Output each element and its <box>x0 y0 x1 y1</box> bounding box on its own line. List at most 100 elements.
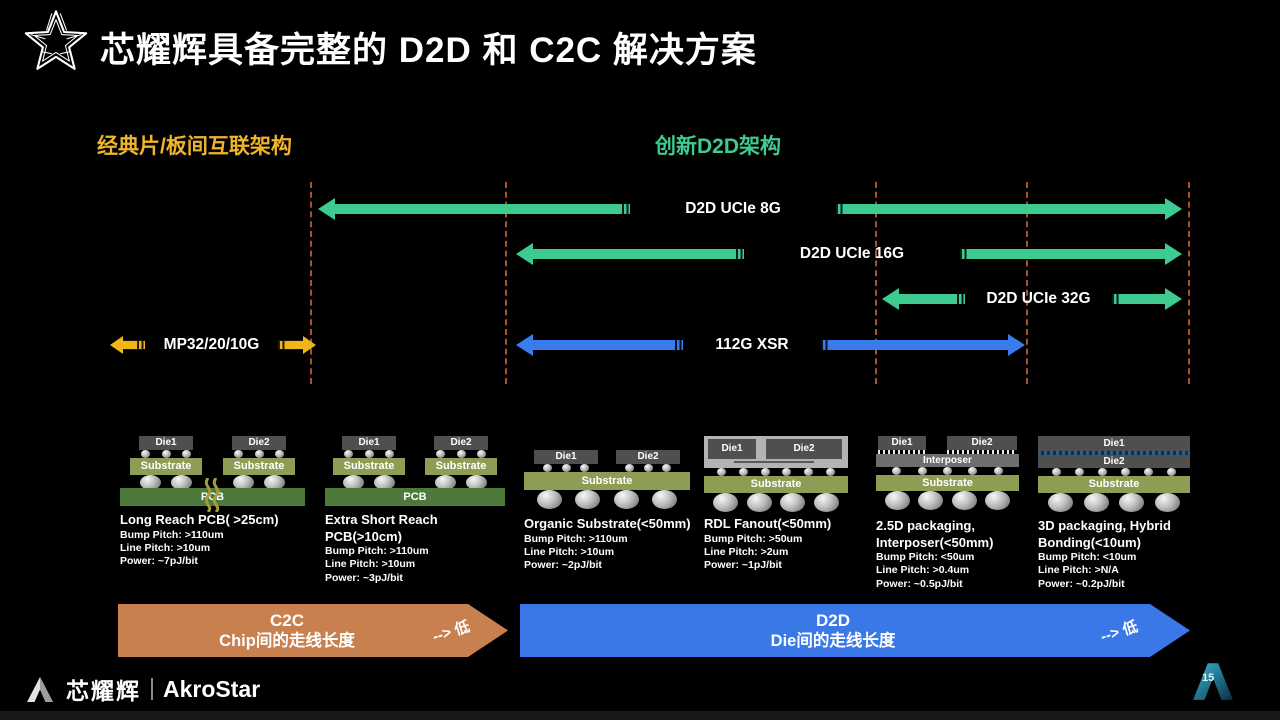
solder-ball <box>436 450 446 458</box>
xsr-label: 112G XSR <box>715 336 789 353</box>
substrate-block: Substrate <box>333 458 405 475</box>
arrow-stripes <box>957 293 965 305</box>
line-pitch-spec: Line Pitch: >N/A <box>1038 564 1119 577</box>
break-squiggle-icon <box>204 478 220 512</box>
dashed-divider <box>505 182 507 384</box>
solder-ball <box>579 464 589 472</box>
die2-block: Die2 <box>616 450 680 464</box>
line-pitch-spec: Line Pitch: >10um <box>120 541 211 554</box>
solder-ball <box>968 467 978 475</box>
solder-ball <box>537 490 563 509</box>
bump-row <box>1038 468 1190 476</box>
package-diagram: Die1 Die2 Interposer Substrate <box>876 436 1019 512</box>
package-description: Organic Substrate(<50mm) Bump Pitch: >11… <box>524 516 714 572</box>
ucie-32g-label: D2D UCIe 32G <box>986 290 1091 307</box>
pcb-block: PCB <box>325 488 505 506</box>
solder-ball <box>234 450 244 458</box>
solder-ball <box>1098 468 1107 476</box>
substrate-block: Substrate <box>1038 476 1190 493</box>
ucie-16g-arrow-left <box>516 243 744 265</box>
substrate-block: Substrate <box>425 458 497 475</box>
solder-ball <box>254 450 264 458</box>
dashed-divider <box>1026 182 1028 384</box>
bump-row <box>876 467 1019 475</box>
package-diagram: Die1 Substrate Die2 Substrate PCB <box>120 436 305 512</box>
bump-pitch-spec: Bump Pitch: <50um <box>876 551 975 564</box>
package-rdl-fanout: Die1 Die2 Substrate RDL Fanout(<50mm) Bu… <box>704 436 848 572</box>
solder-ball <box>476 450 486 458</box>
heading-innovative-arch: 创新D2D架构 <box>655 135 782 158</box>
package-description: Long Reach PCB( >25cm) Bump Pitch: >110u… <box>120 512 320 568</box>
package-extra-short-reach-pcb: Die1 Substrate Die2 Substrate PCB Extra … <box>325 436 505 585</box>
die-stack: Die1 <box>878 436 926 454</box>
hybrid-bond-line <box>1038 451 1190 455</box>
solder-ball <box>364 450 374 458</box>
brand-divider <box>151 678 153 700</box>
solder-ball <box>712 493 738 512</box>
solder-ball <box>716 468 726 476</box>
bump-row <box>223 450 295 458</box>
solder-ball <box>161 450 171 458</box>
solder-ball <box>651 490 677 509</box>
bump-row <box>130 450 202 458</box>
solder-ball <box>1075 468 1084 476</box>
die1-block: Die1 <box>1038 436 1190 451</box>
rdl-block: Die1 Die2 <box>704 436 848 468</box>
arrow-stripes <box>736 248 744 260</box>
ball-row <box>333 475 405 490</box>
solder-ball <box>171 475 192 490</box>
solder-ball <box>1144 468 1153 476</box>
c2c-subtitle: Chip间的走线长度 <box>219 631 355 650</box>
solder-ball <box>141 450 151 458</box>
solder-ball <box>746 493 772 512</box>
solder-ball <box>435 475 456 490</box>
heading-classic-arch: 经典片/板间互联架构 <box>97 135 292 158</box>
solder-ball <box>985 491 1011 510</box>
package-title: 2.5D packaging, Interposer(<50mm) <box>876 518 994 550</box>
die2-block: Die2 <box>434 436 488 450</box>
ucie-8g-label: D2D UCIe 8G <box>685 200 781 217</box>
line-pitch-spec: Line Pitch: >2um <box>704 545 789 558</box>
solder-ball <box>760 468 770 476</box>
solder-ball <box>374 475 395 490</box>
package-25d-interposer: Die1 Die2 Interposer Substrate 2.5D pack… <box>876 436 1019 591</box>
brand-name-cn: 芯耀辉 <box>66 678 141 704</box>
solder-ball <box>1052 468 1061 476</box>
die-stack: Die1 <box>534 450 598 472</box>
c2c-low-tag: --> 低 <box>430 617 472 646</box>
arrow-stripes <box>821 340 829 350</box>
dashed-divider <box>1188 182 1190 384</box>
c2c-title: C2C <box>269 610 304 630</box>
bump-pitch-spec: Bump Pitch: >110um <box>524 532 628 545</box>
ball-row <box>704 493 848 512</box>
power-spec: Power: ~1pJ/bit <box>704 558 782 571</box>
substrate-block: Substrate <box>876 475 1019 491</box>
line-pitch-spec: Line Pitch: >10um <box>325 558 416 571</box>
solder-ball <box>625 464 635 472</box>
akrostar-a-logo-icon <box>27 677 53 702</box>
solder-ball <box>575 490 601 509</box>
package-diagram: Die1 Die2 Substrate <box>704 436 848 512</box>
footer-brand: 芯耀辉 AkroStar <box>24 672 260 706</box>
solder-ball <box>780 493 806 512</box>
solder-ball <box>384 450 394 458</box>
solder-ball <box>274 450 284 458</box>
solder-ball <box>466 475 487 490</box>
solder-ball <box>643 464 653 472</box>
c2c-summary-bar: C2C Chip间的走线长度 --> 低 <box>118 604 508 657</box>
page-number-badge: 15 <box>1190 658 1236 702</box>
solder-ball <box>814 493 840 512</box>
die-row: Die1 Die2 <box>876 436 1019 454</box>
solder-ball <box>1048 493 1074 512</box>
power-spec: Power: ~3pJ/bit <box>325 571 403 584</box>
solder-ball <box>884 491 910 510</box>
arrow-stripes <box>836 204 844 214</box>
die2-block: Die2 <box>232 436 286 450</box>
solder-ball <box>782 468 792 476</box>
arrow-stripes <box>960 249 968 259</box>
substrate-block: Substrate <box>130 458 202 475</box>
package-diagram: Die1 Die2 Substrate <box>1038 436 1190 512</box>
die-stack: Die1 Substrate <box>333 436 405 490</box>
package-description: RDL Fanout(<50mm) Bump Pitch: >50um Line… <box>704 516 854 572</box>
package-organic-substrate: Die1 Die2 Substrate Organic Substrate(<5… <box>524 436 691 572</box>
